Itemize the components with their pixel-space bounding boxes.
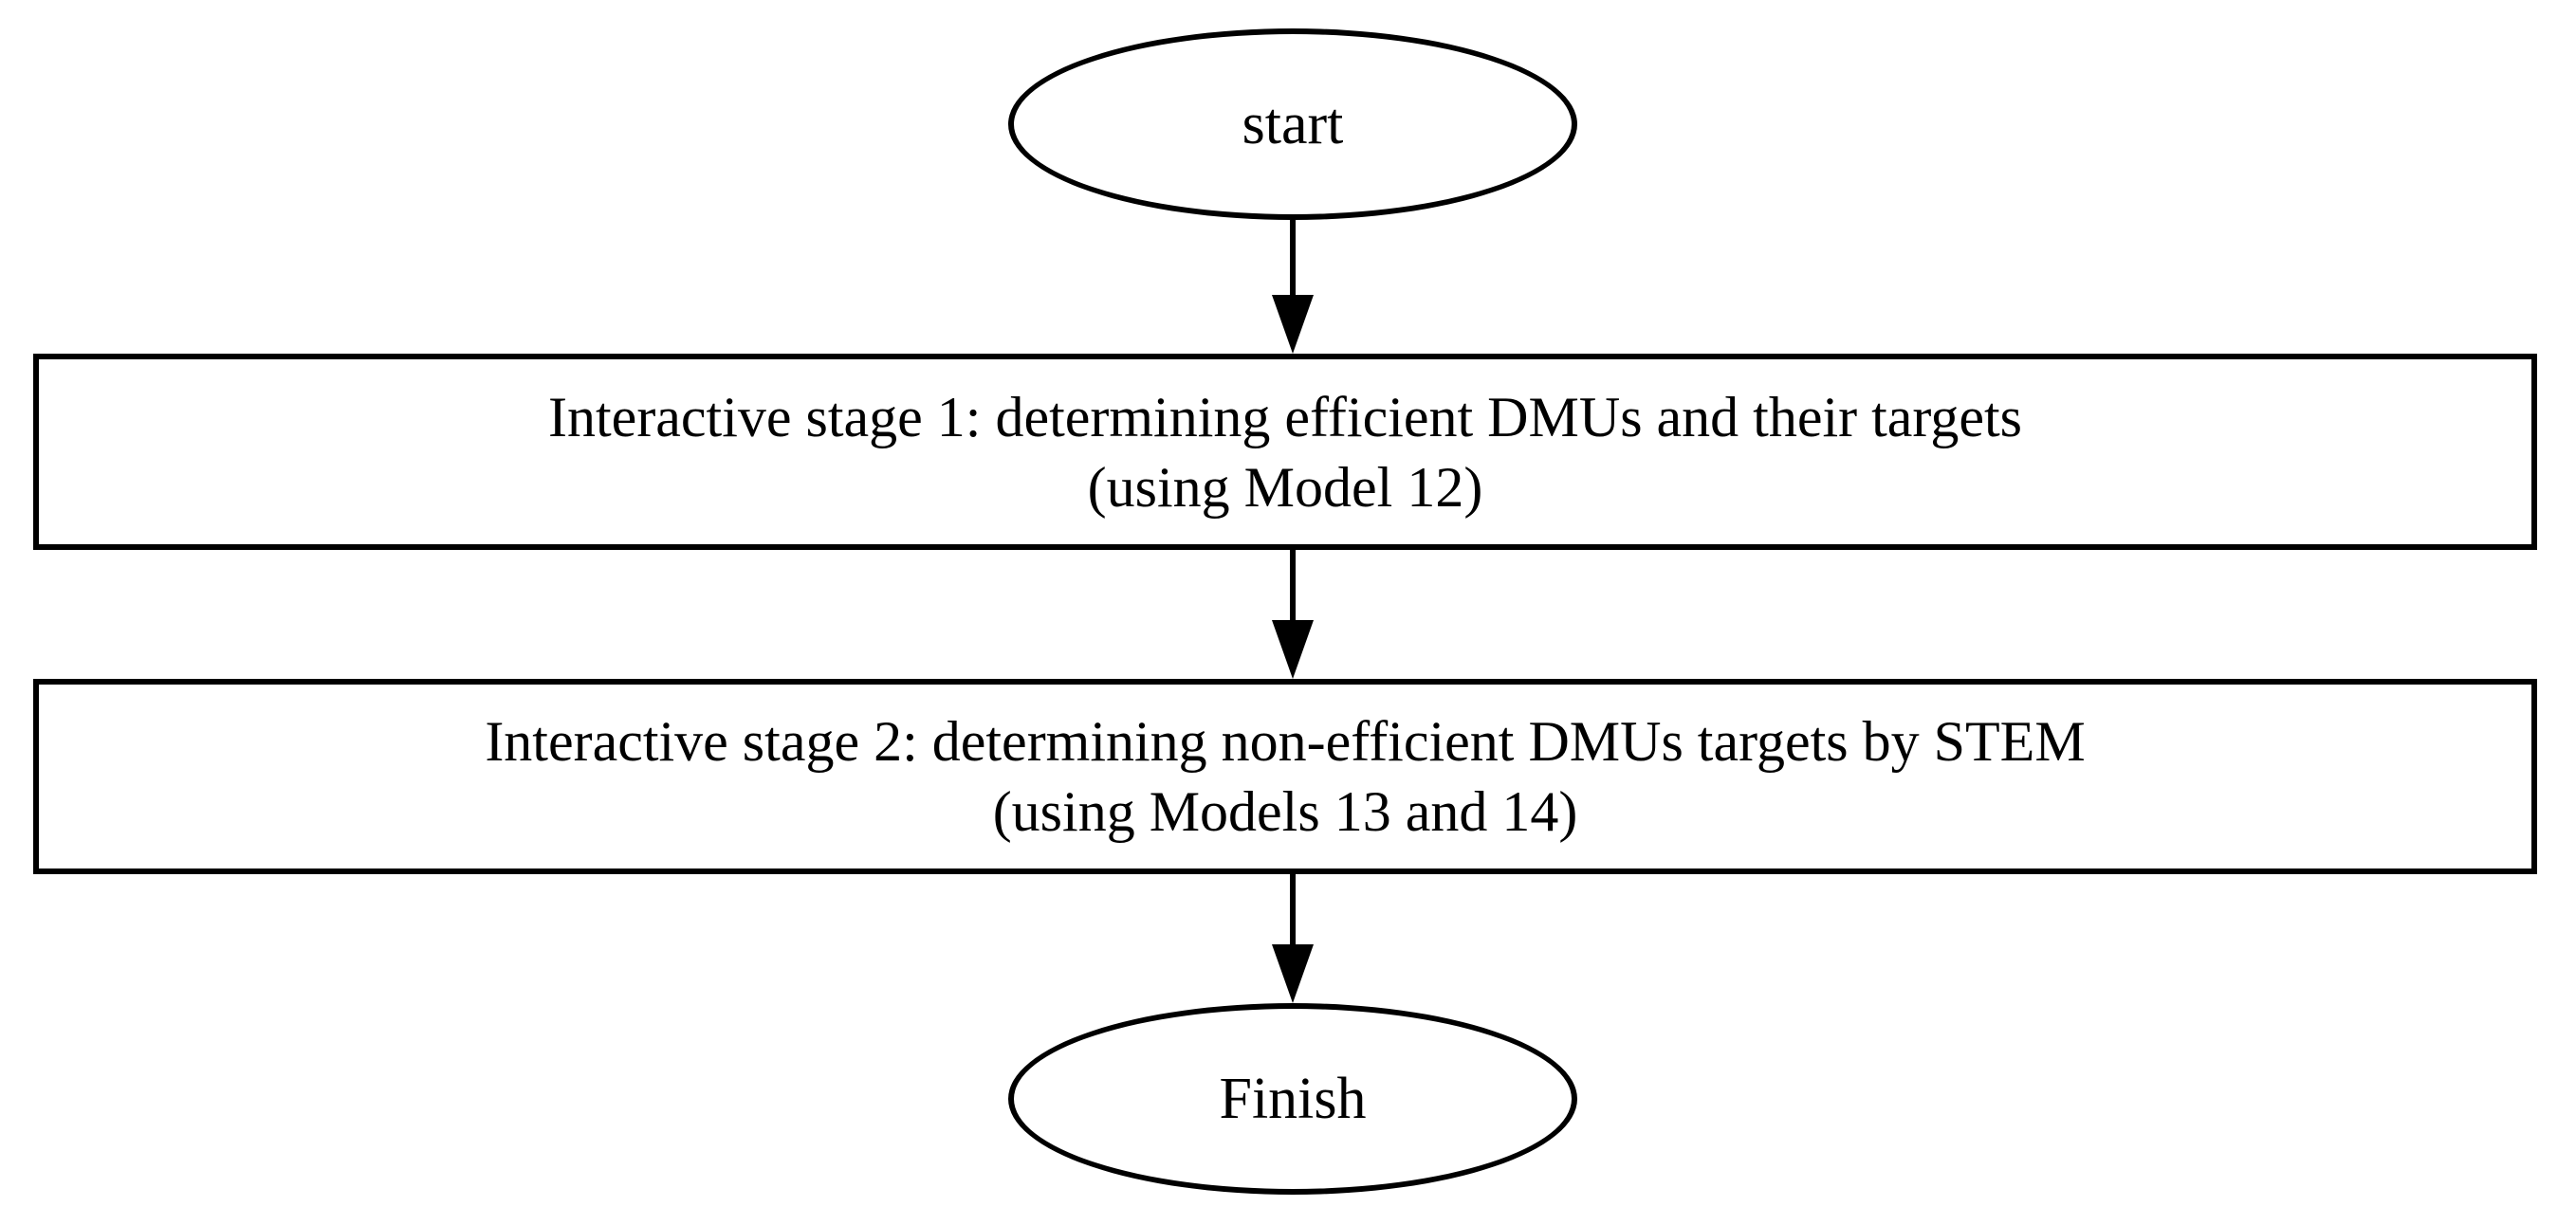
finish-node-label: Finish [1219,1066,1367,1131]
stage1-label-line1: Interactive stage 1: determining efficie… [548,385,2022,448]
stage1-label-line2: (using Model 12) [1087,455,1483,519]
stage2-label-line1: Interactive stage 2: determining non-eff… [485,710,2086,773]
start-node-label: start [1242,91,1344,156]
arrow-shaft [1290,220,1296,301]
arrow-head-down-icon [1272,944,1314,1003]
arrow-shaft [1290,550,1296,626]
flow-arrow-start-to-stage1 [1272,220,1314,354]
stage1-process-box: Interactive stage 1: determining efficie… [33,354,2537,550]
arrow-head-down-icon [1272,620,1314,679]
flow-arrow-stage2-to-finish [1272,874,1314,1003]
stage2-label-line2: (using Models 13 and 14) [992,780,1578,843]
flow-arrow-stage1-to-stage2 [1272,550,1314,679]
arrow-head-down-icon [1272,295,1314,354]
finish-terminator-node: Finish [1008,1003,1577,1195]
stage2-process-box: Interactive stage 2: determining non-eff… [33,679,2537,874]
arrow-shaft [1290,874,1296,950]
start-terminator-node: start [1008,28,1577,220]
